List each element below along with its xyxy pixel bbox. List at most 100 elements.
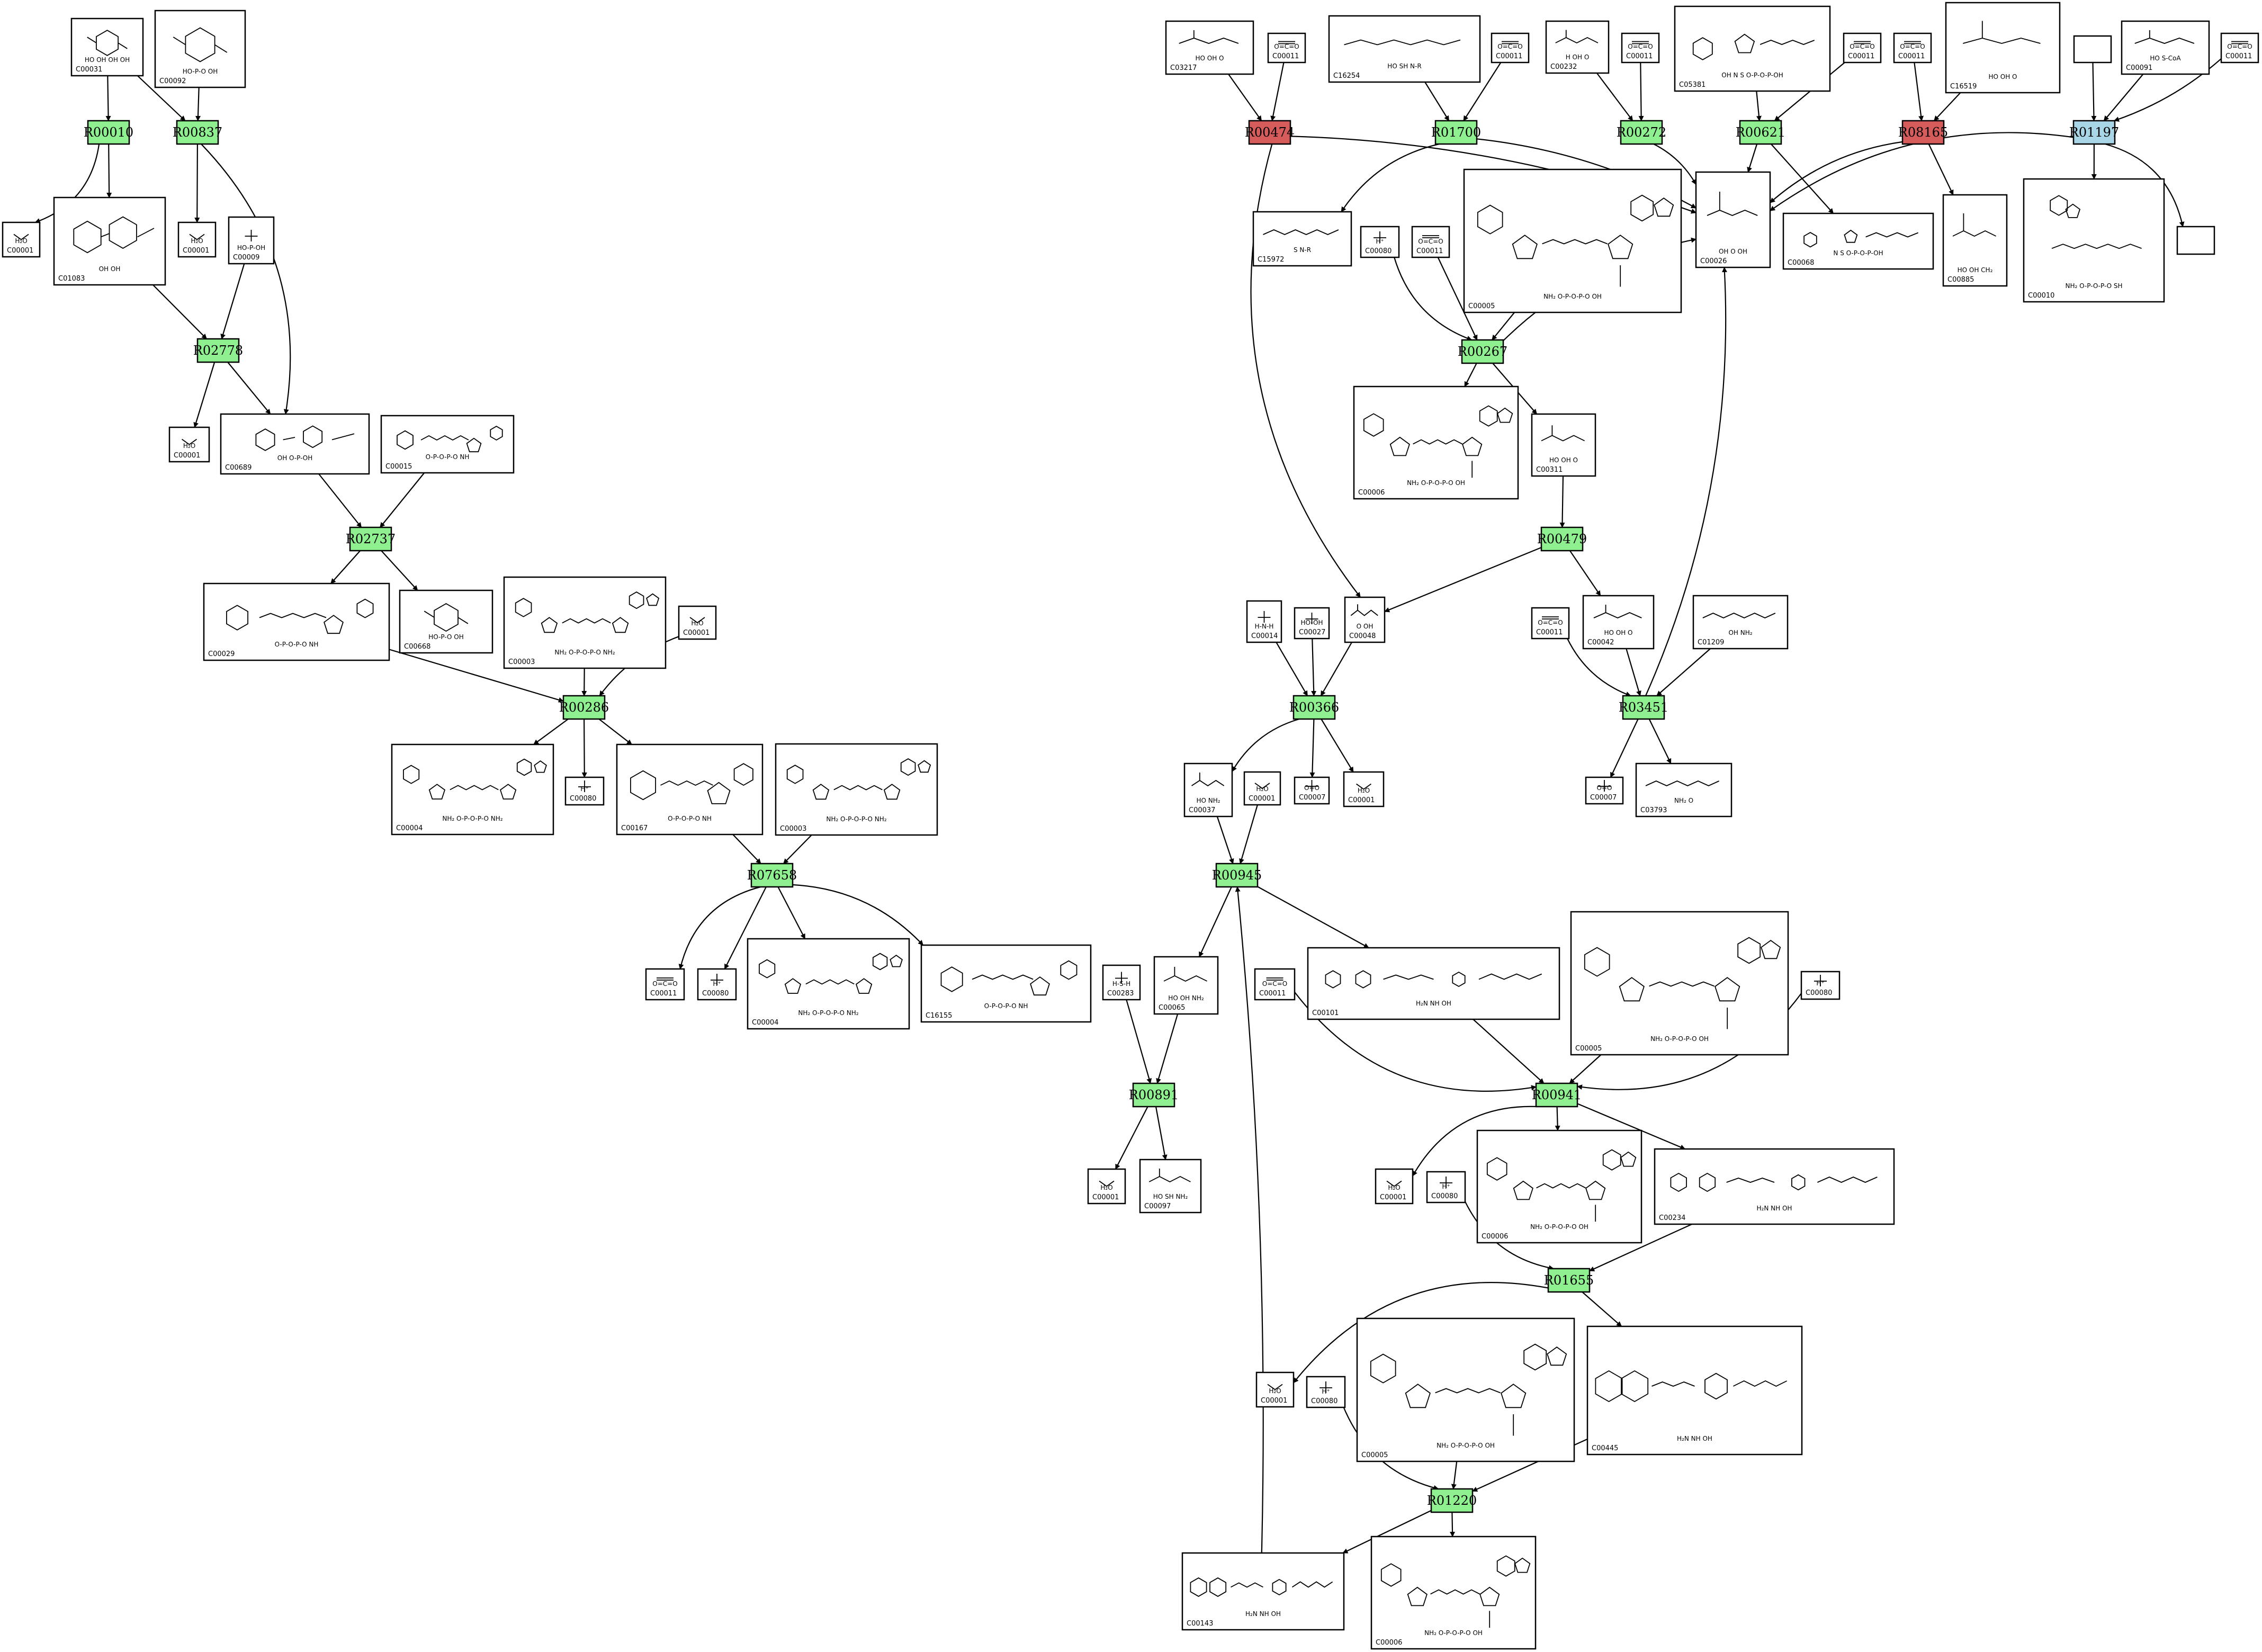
compound-node-C00080[interactable]: H⁺C00080 [564,776,605,806]
reaction-node-R01197[interactable]: R01197 [2069,120,2119,145]
reaction-node-R00837[interactable]: R00837 [173,120,222,145]
reaction-node-R00941[interactable]: R00941 [1532,1082,1582,1108]
compound-node-C00080[interactable]: H⁺C00080 [1306,1376,1346,1408]
reaction-label: R00267 [1458,344,1507,359]
compound-node-blank[interactable] [2073,35,2112,64]
reaction-node-R02778[interactable]: R02778 [193,338,243,363]
reaction-node-R00621[interactable]: R00621 [1736,120,1785,145]
compound-node-C00080[interactable]: H⁺C00080 [1800,971,1841,1000]
compound-node-C00080[interactable]: H⁺C00080 [1360,226,1400,258]
reaction-node-R07658[interactable]: R07658 [747,863,797,888]
reaction-node-R00891[interactable]: R00891 [1129,1082,1179,1108]
reaction-node-R03451[interactable]: R03451 [1619,695,1668,720]
reaction-node-R00267[interactable]: R00267 [1458,339,1507,364]
reaction-node-R01655[interactable]: R01655 [1544,1268,1594,1293]
compound-node-C00080[interactable]: H⁺C00080 [1426,1171,1466,1204]
compound-formula: HO SH NH₂ [1153,1193,1188,1200]
reaction-node-R08165[interactable]: R08165 [1898,120,1948,145]
compound-node-C00080[interactable]: H⁺C00080 [697,968,737,1001]
reaction-node-R00474[interactable]: R00474 [1245,120,1295,145]
compound-node-blank[interactable] [2176,226,2215,255]
reaction-node-R00366[interactable]: R00366 [1289,695,1339,720]
compound-label: C00011 [1416,247,1443,255]
reaction-node-R01220[interactable]: R01220 [1427,1488,1477,1513]
reaction-node-R00272[interactable]: R00272 [1617,120,1666,145]
reaction-node-R00945[interactable]: R00945 [1212,863,1262,888]
reaction-node-R02737[interactable]: R02737 [346,526,396,552]
reaction-node-R00286[interactable]: R00286 [559,695,609,720]
reaction-node-R00010[interactable]: R00010 [84,120,133,145]
reaction-box [1461,339,1504,364]
reaction-node-R00479[interactable]: R00479 [1537,526,1587,552]
reaction-node-R01700[interactable]: R01700 [1431,120,1481,145]
